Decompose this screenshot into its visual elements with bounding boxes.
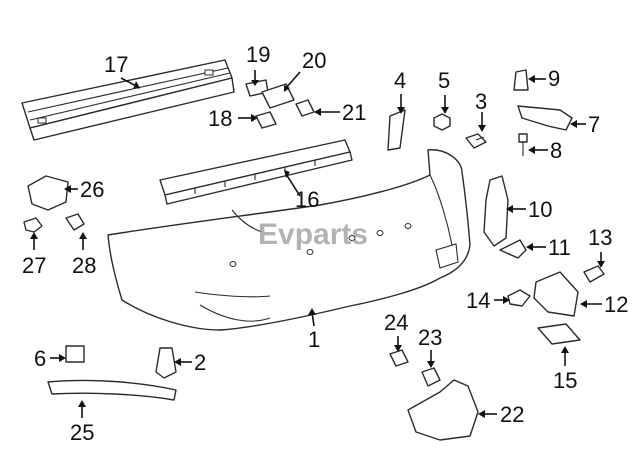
part-8-screw bbox=[518, 133, 528, 156]
callout-20: 20 bbox=[302, 48, 326, 73]
part-16-absorber bbox=[159, 139, 353, 205]
leader-lines bbox=[30, 70, 605, 418]
part-10-side-bracket bbox=[483, 175, 509, 247]
callout-21: 21 bbox=[342, 100, 366, 125]
callout-17: 17 bbox=[104, 52, 128, 77]
callout-22: 22 bbox=[500, 402, 524, 427]
callout-14: 14 bbox=[466, 288, 490, 313]
part-21-bolt bbox=[295, 99, 315, 117]
part-6-spacer bbox=[65, 345, 85, 363]
callout-9: 9 bbox=[548, 66, 560, 91]
callout-15: 15 bbox=[553, 368, 577, 393]
part-13-screw bbox=[583, 265, 605, 283]
part-18-bolt bbox=[255, 111, 277, 129]
part-24-bolt bbox=[389, 349, 409, 367]
callout-26: 26 bbox=[80, 177, 104, 202]
callout-labels: 17 19 20 21 18 16 4 5 3 9 7 8 10 11 13 1… bbox=[22, 42, 628, 445]
callout-5: 5 bbox=[438, 68, 450, 93]
callout-24: 24 bbox=[384, 310, 408, 335]
callout-10: 10 bbox=[528, 197, 552, 222]
part-15-pad bbox=[537, 323, 581, 345]
part-12-retainer bbox=[533, 271, 579, 317]
callout-27: 27 bbox=[22, 253, 46, 278]
part-28-bolt bbox=[65, 213, 85, 231]
part-23-nut bbox=[421, 367, 441, 387]
callout-8: 8 bbox=[550, 138, 562, 163]
callout-25: 25 bbox=[70, 420, 94, 445]
part-26-bracket bbox=[27, 175, 69, 211]
callout-13: 13 bbox=[588, 225, 612, 250]
callout-2: 2 bbox=[194, 350, 206, 375]
callout-19: 19 bbox=[246, 42, 270, 67]
callout-4: 4 bbox=[394, 68, 406, 93]
callout-12: 12 bbox=[604, 292, 628, 317]
part-22-bracket bbox=[407, 379, 479, 441]
part-17-reinforcement bbox=[21, 59, 235, 141]
part-27-clip bbox=[23, 217, 43, 233]
callout-3: 3 bbox=[475, 89, 487, 114]
part-25-molding bbox=[47, 379, 177, 401]
part-11-rivet bbox=[499, 239, 527, 259]
callout-18: 18 bbox=[208, 106, 232, 131]
callout-1: 1 bbox=[308, 327, 320, 352]
part-5-nut bbox=[433, 113, 451, 131]
callout-11: 11 bbox=[548, 235, 571, 260]
part-9-clip bbox=[513, 69, 529, 91]
watermark-logo: Evparts bbox=[258, 218, 368, 251]
part-14-fastener bbox=[507, 289, 531, 307]
part-2-fastener bbox=[155, 347, 177, 379]
part-1-bumper-cover bbox=[107, 149, 471, 331]
part-3-bolt bbox=[465, 133, 487, 149]
callout-16: 16 bbox=[295, 187, 319, 212]
callout-6: 6 bbox=[34, 346, 46, 371]
callout-23: 23 bbox=[418, 325, 442, 350]
callout-7: 7 bbox=[588, 112, 600, 137]
part-7-bracket bbox=[517, 105, 573, 131]
part-4-strip bbox=[387, 109, 406, 151]
callout-28: 28 bbox=[72, 253, 96, 278]
